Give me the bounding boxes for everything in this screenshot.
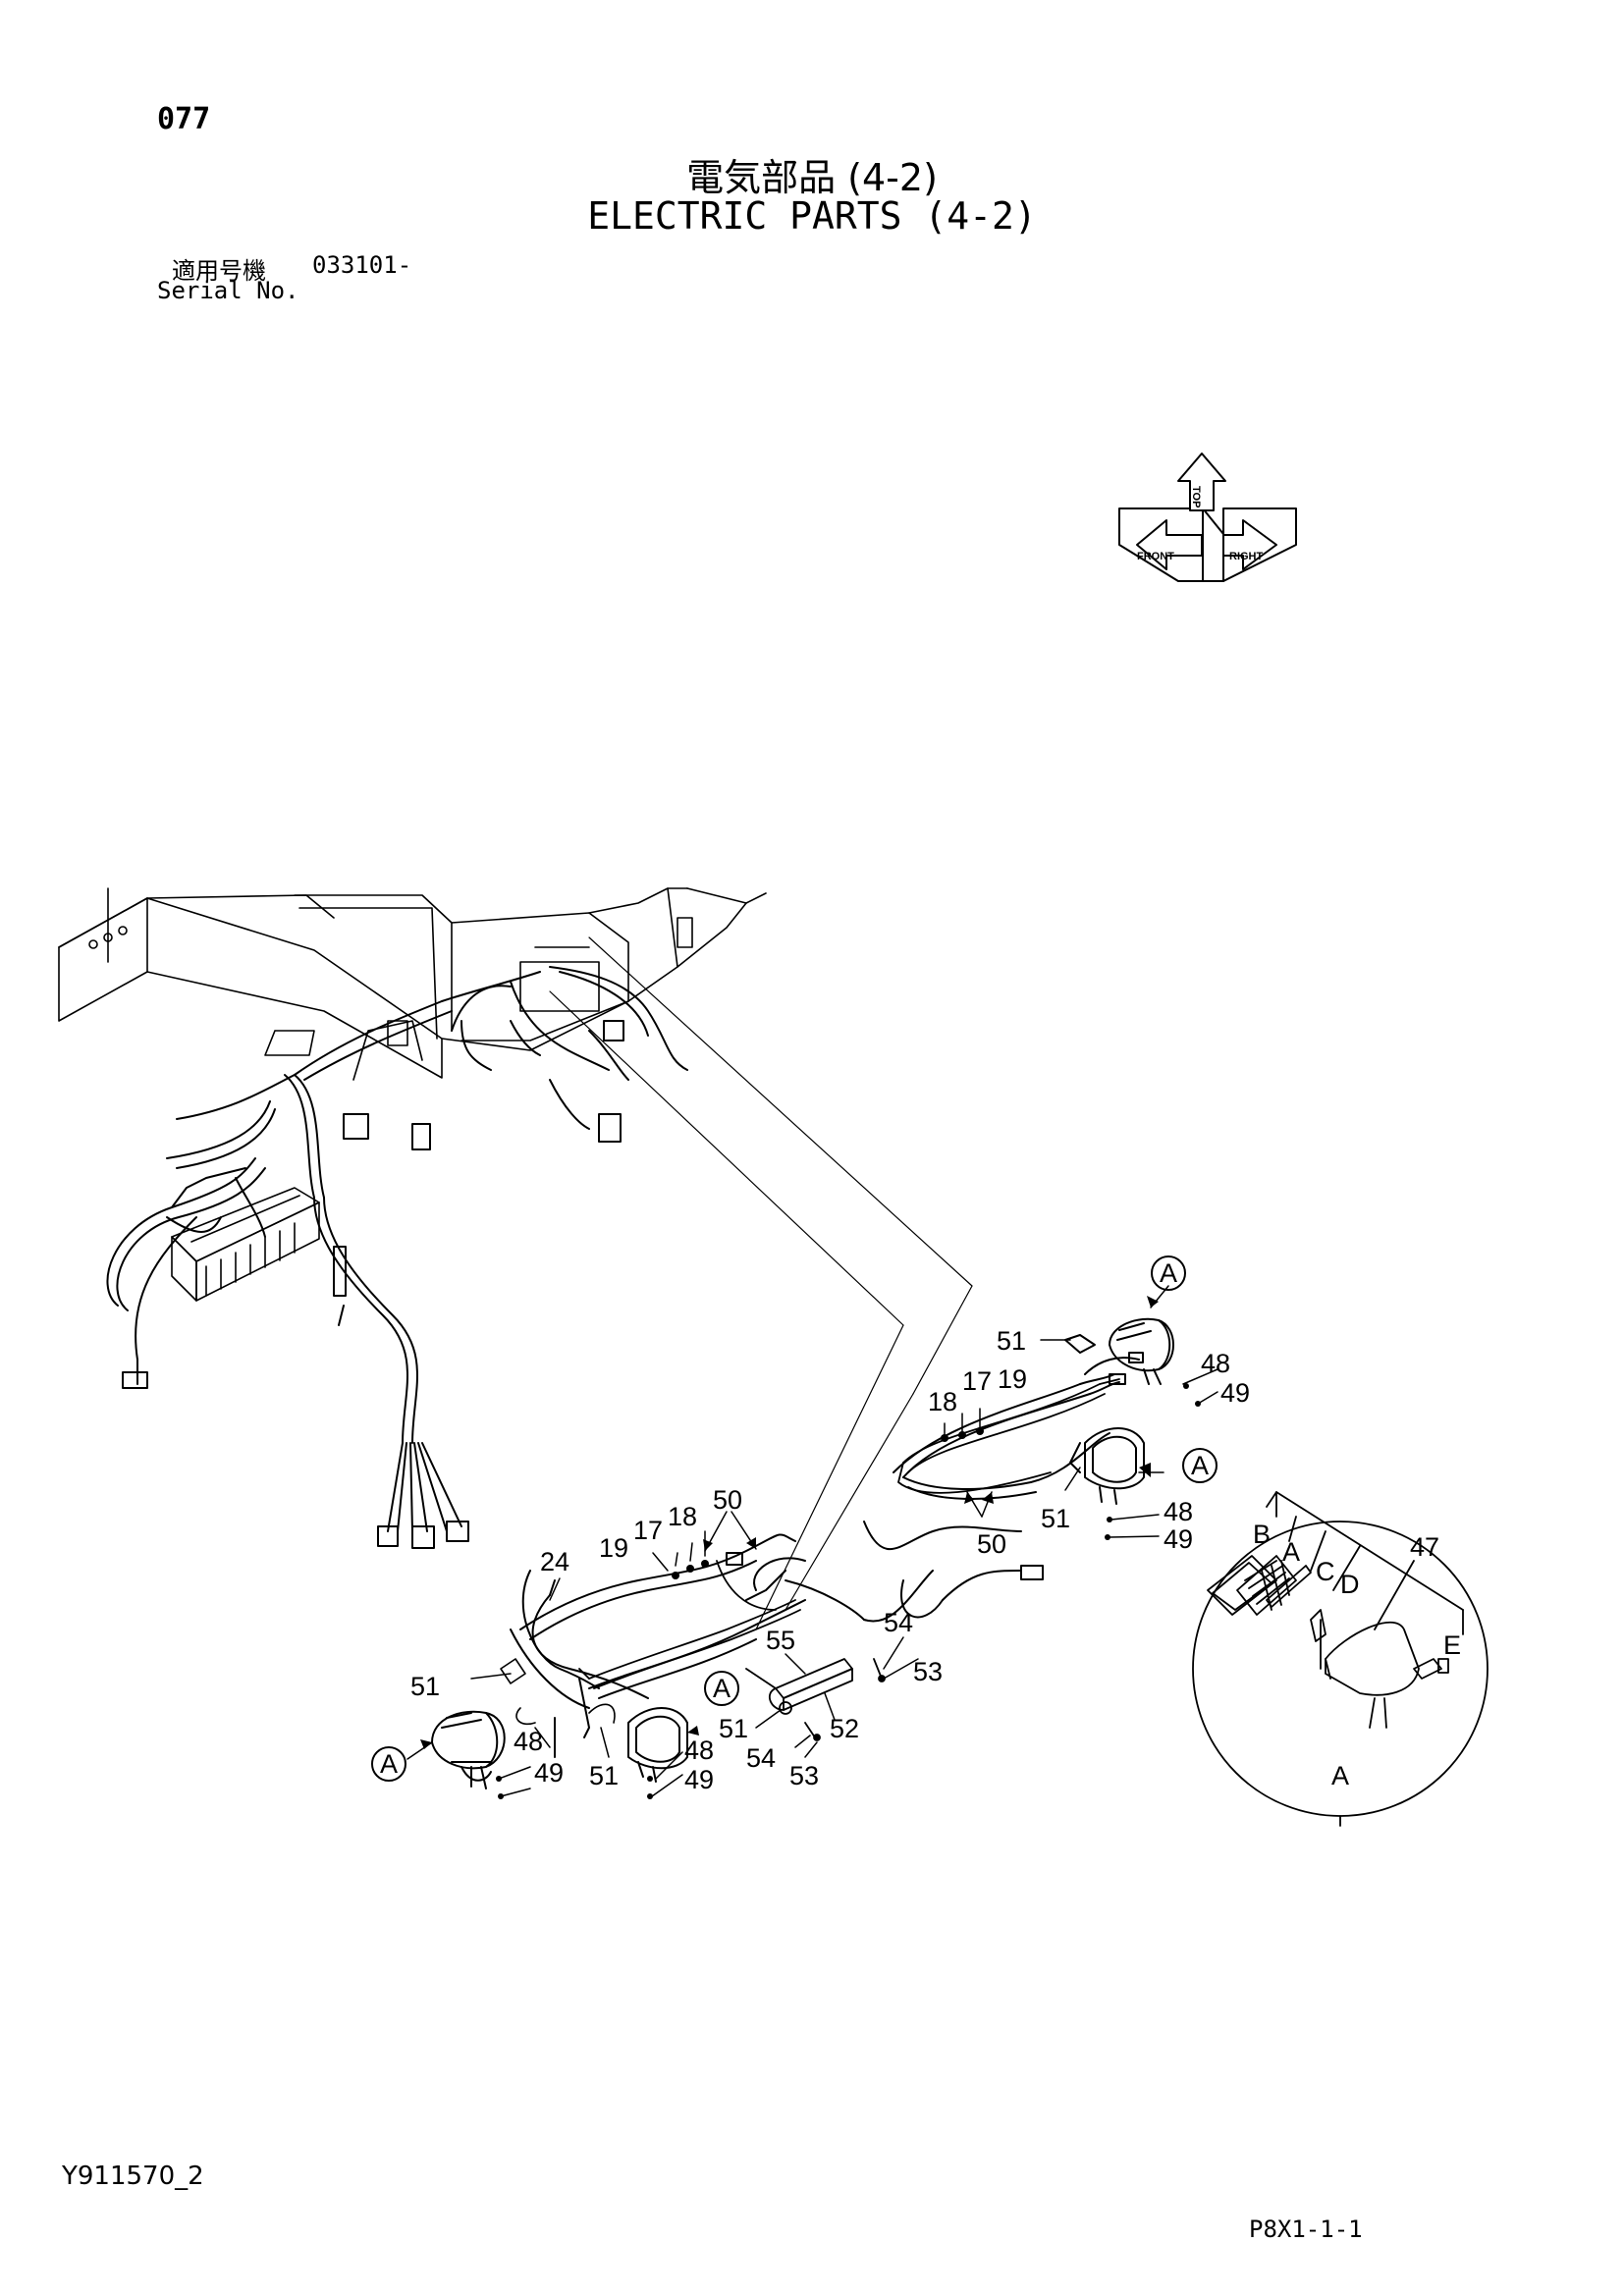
callout-51: 51 <box>997 1326 1026 1356</box>
serial-label-en: Serial No. <box>157 277 299 304</box>
callout-53: 53 <box>789 1761 819 1790</box>
ref-letter-a: A <box>380 1749 398 1779</box>
callout-labels: 51 48 49 18 17 19 50 51 48 49 50 19 17 1… <box>380 1258 1461 1794</box>
callout-50: 50 <box>977 1529 1006 1559</box>
work-lamp-upper-right <box>1064 1317 1174 1385</box>
callout-51: 51 <box>719 1714 748 1743</box>
detail-label-47: 47 <box>1410 1532 1439 1562</box>
detail-label-a: A <box>1282 1537 1300 1567</box>
callout-19: 19 <box>998 1364 1027 1394</box>
callout-51: 51 <box>589 1761 619 1790</box>
callout-50: 50 <box>713 1485 742 1515</box>
callout-53: 53 <box>913 1657 943 1686</box>
document-code: Y911570_2 <box>62 2162 204 2191</box>
callout-49: 49 <box>1164 1524 1193 1554</box>
callout-24: 24 <box>540 1547 569 1576</box>
callout-18: 18 <box>928 1387 957 1416</box>
detail-label-d: D <box>1340 1570 1360 1599</box>
work-lamp-center <box>627 1707 688 1783</box>
callout-51: 51 <box>1041 1504 1070 1533</box>
wire-24 <box>531 1579 649 1758</box>
block-connector <box>171 1187 320 1302</box>
ref-circle-a4 <box>371 1746 406 1782</box>
callout-49: 49 <box>1220 1378 1250 1408</box>
callout-48: 48 <box>1201 1349 1230 1378</box>
leader-lines <box>406 1285 1218 1797</box>
work-lamp-left <box>431 1710 506 1789</box>
callout-51: 51 <box>410 1672 440 1701</box>
detail-label-b: B <box>1253 1520 1271 1549</box>
callout-17: 17 <box>633 1516 663 1545</box>
callout-49: 49 <box>684 1765 714 1794</box>
page-code: P8X1-1-1 <box>1249 2216 1363 2243</box>
callout-52: 52 <box>830 1714 859 1743</box>
callout-48: 48 <box>1164 1497 1193 1526</box>
ref-circle-a3 <box>704 1671 739 1706</box>
guide-lines <box>549 936 973 1630</box>
bracket-51-parts <box>500 1658 616 1726</box>
page-title-en: ELECTRIC PARTS (4-2) <box>587 194 1037 238</box>
fasteners <box>496 1383 1201 1799</box>
ref-letter-a: A <box>1191 1451 1209 1480</box>
callout-55: 55 <box>766 1626 795 1655</box>
callout-17: 17 <box>962 1366 992 1396</box>
callout-19: 19 <box>599 1533 628 1563</box>
orientation-right-label: RIGHT <box>1229 551 1264 562</box>
bracket-50-left <box>578 1560 801 1689</box>
detail-view-label-a: A <box>1331 1761 1349 1790</box>
ref-circle-a1 <box>1151 1255 1186 1291</box>
orientation-cube: FRONT RIGHT TOP <box>1118 453 1297 582</box>
callout-49: 49 <box>534 1758 564 1788</box>
callout-54: 54 <box>746 1743 776 1773</box>
detail-a-view <box>1192 1491 1489 1827</box>
bracket-50-right <box>897 1378 1120 1494</box>
orientation-front-label: FRONT <box>1137 551 1174 562</box>
machine-frame <box>58 887 767 1081</box>
callout-48: 48 <box>684 1735 714 1765</box>
leader-arrowheads <box>420 1296 1159 1749</box>
ref-circle-a2 <box>1182 1448 1218 1483</box>
ref-letter-a: A <box>713 1674 731 1703</box>
work-lamp-right <box>1069 1427 1145 1505</box>
serial-label-jp: 適用号機 <box>172 257 266 285</box>
callout-18: 18 <box>668 1502 697 1531</box>
callout-54: 54 <box>884 1608 913 1637</box>
orientation-top-label: TOP <box>1190 486 1202 507</box>
bar-assembly-52 <box>745 1658 886 1741</box>
page-title-jp: 電気部品 (4-2) <box>686 156 938 199</box>
detail-label-c: C <box>1316 1557 1335 1586</box>
page-number: 077 <box>157 102 211 136</box>
ref-letter-a: A <box>1160 1258 1177 1288</box>
serial-value: 033101- <box>312 251 412 279</box>
wire-harness-main <box>106 966 688 1549</box>
callout-48: 48 <box>514 1727 543 1756</box>
detail-label-e: E <box>1443 1630 1461 1660</box>
